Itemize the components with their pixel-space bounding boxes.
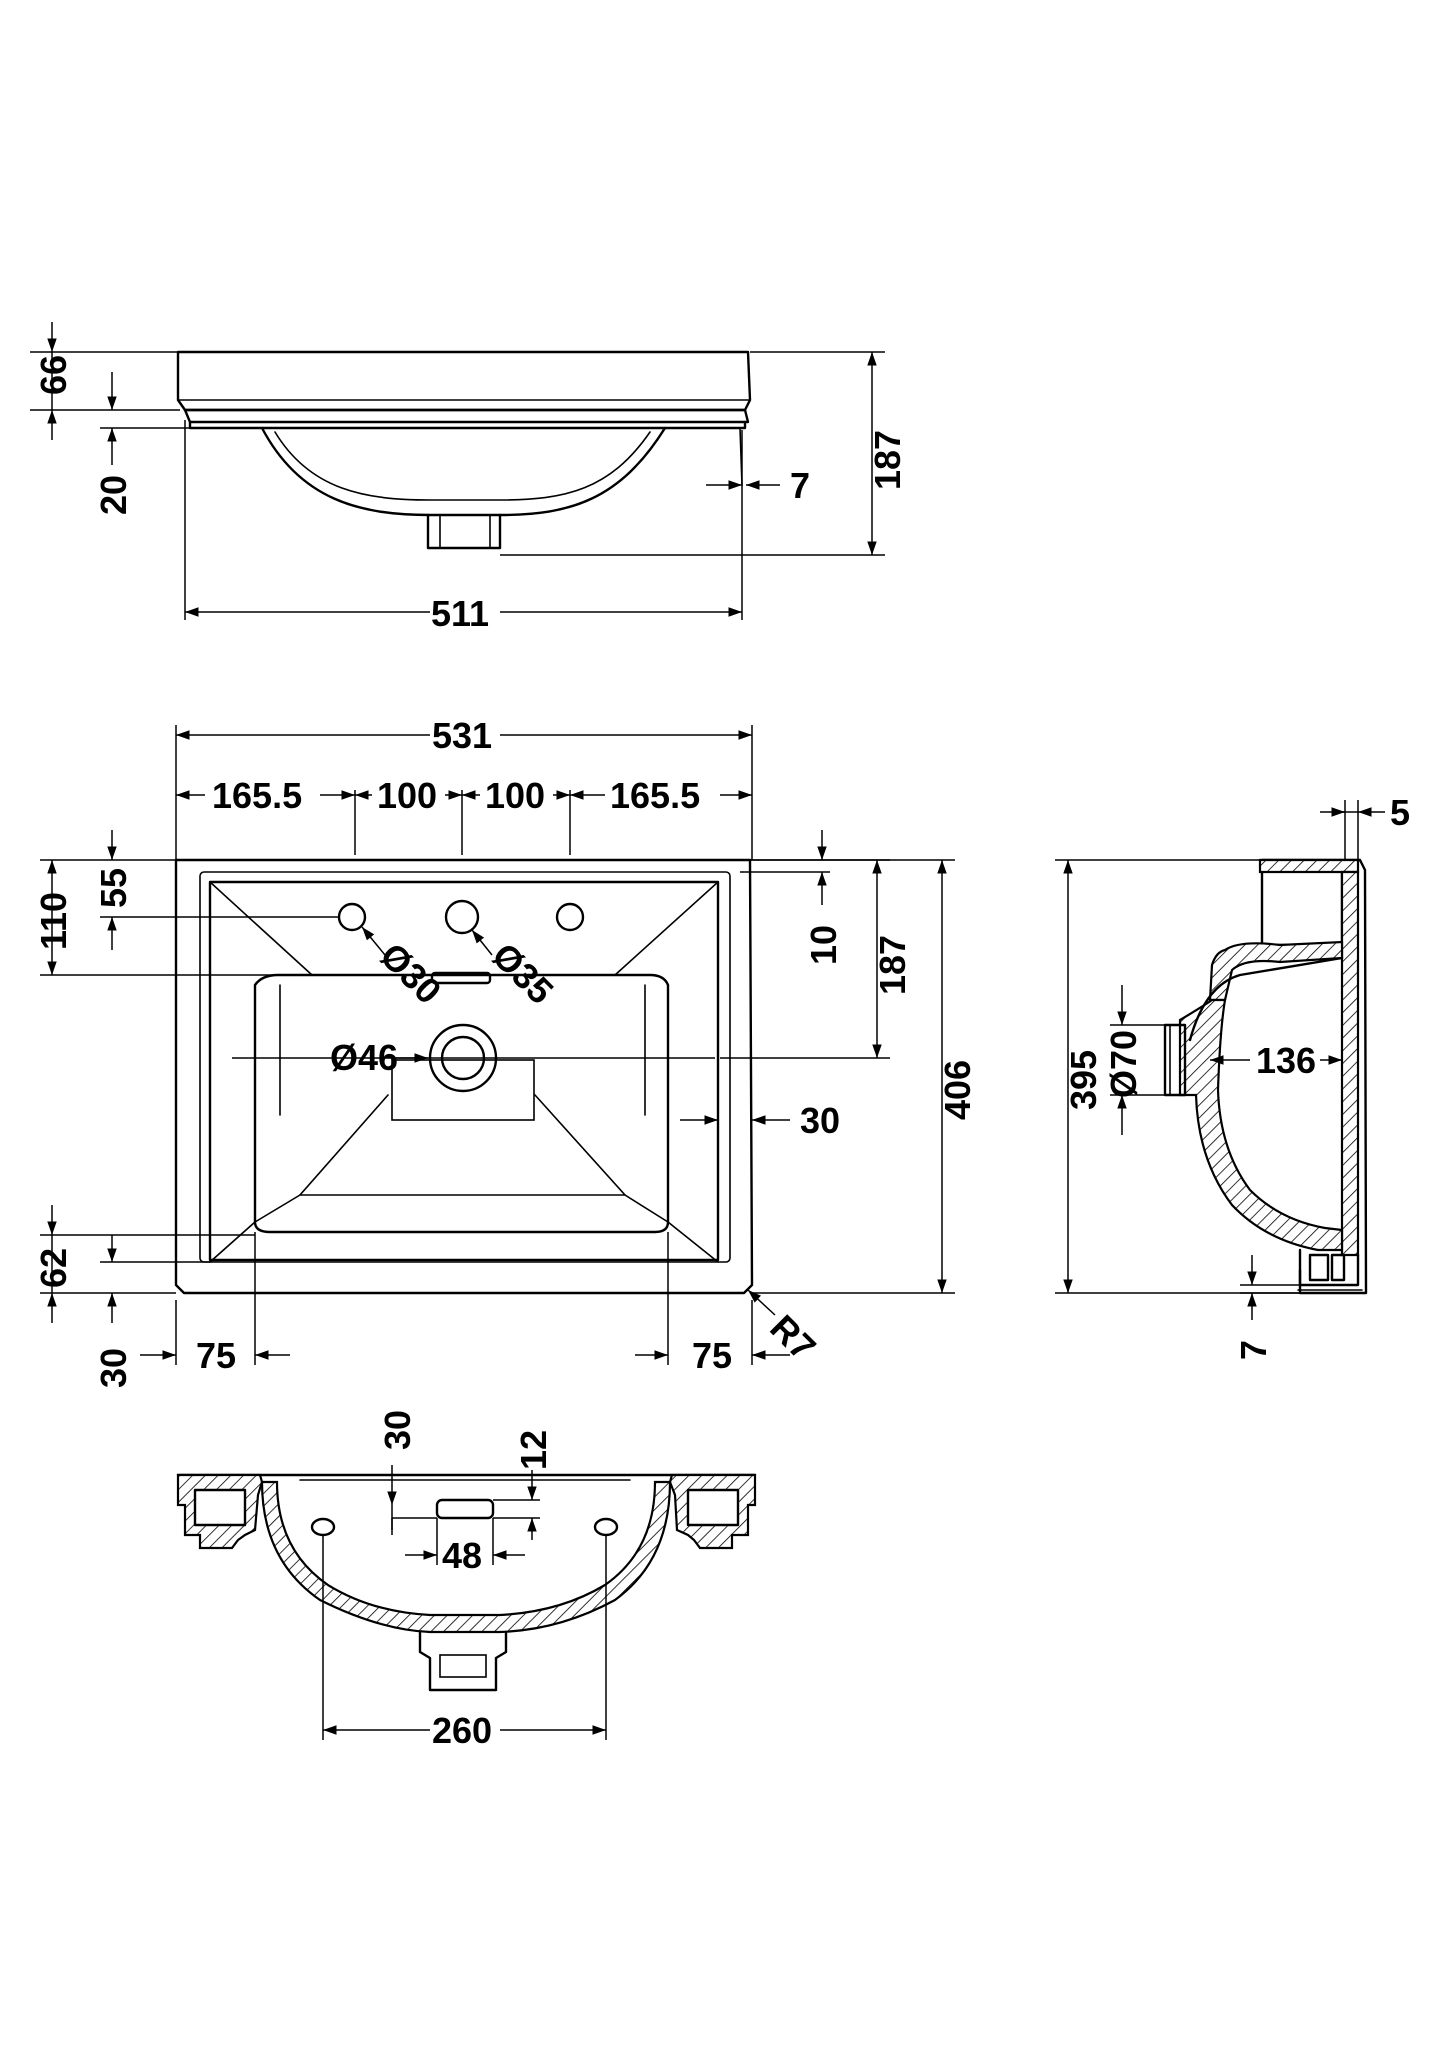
dim-48: 48: [442, 1535, 482, 1576]
dim-395: 395: [1063, 1050, 1104, 1110]
dim-260: 260: [432, 1710, 492, 1751]
dim-overflow-diameter: Ø35: [484, 935, 561, 1012]
dim-62: 62: [33, 1248, 74, 1288]
dim-55: 55: [93, 868, 134, 908]
dim-75-left: 75: [196, 1335, 236, 1376]
end-section-view: 5 395 Ø70 136 7: [1055, 792, 1410, 1360]
dim-110: 110: [33, 892, 74, 950]
dim-187-plan: 187: [872, 935, 913, 995]
dim-12: 12: [513, 1430, 554, 1470]
dim-187-side: 187: [867, 430, 908, 490]
dim-75-right: 75: [692, 1335, 732, 1376]
plan-view: 531 165.5 100 100 165.5 110 55 Ø30 Ø35 Ø…: [33, 715, 978, 1388]
dim-30-section: 30: [377, 1410, 418, 1450]
dim-5-wall: 5: [1390, 792, 1410, 833]
dim-165-5-left: 165.5: [212, 775, 302, 816]
dim-tap-hole-diameter: Ø30: [372, 935, 449, 1012]
dim-136: 136: [1256, 1040, 1316, 1081]
side-elevation-view: 66 20 7 187 511: [30, 322, 908, 634]
dim-corner-radius: R7: [762, 1307, 824, 1369]
dim-511: 511: [431, 593, 489, 634]
dim-waste-outlet-diameter: Ø70: [1103, 1030, 1144, 1098]
dim-66: 66: [33, 355, 74, 395]
dim-30-edge: 30: [93, 1348, 134, 1388]
front-section-view: 30 12 48 260: [176, 1410, 757, 1751]
dim-100-left: 100: [377, 775, 437, 816]
dim-531: 531: [432, 715, 492, 756]
dim-165-5-right: 165.5: [610, 775, 700, 816]
dim-waste-diameter: Ø46: [330, 1037, 398, 1078]
dim-100-right: 100: [485, 775, 545, 816]
dim-7-side: 7: [790, 465, 810, 506]
dim-7-base: 7: [1233, 1340, 1274, 1360]
dim-20: 20: [93, 475, 134, 515]
dim-406: 406: [937, 1060, 978, 1120]
dim-10: 10: [803, 925, 844, 965]
dim-30-rim: 30: [800, 1100, 840, 1141]
